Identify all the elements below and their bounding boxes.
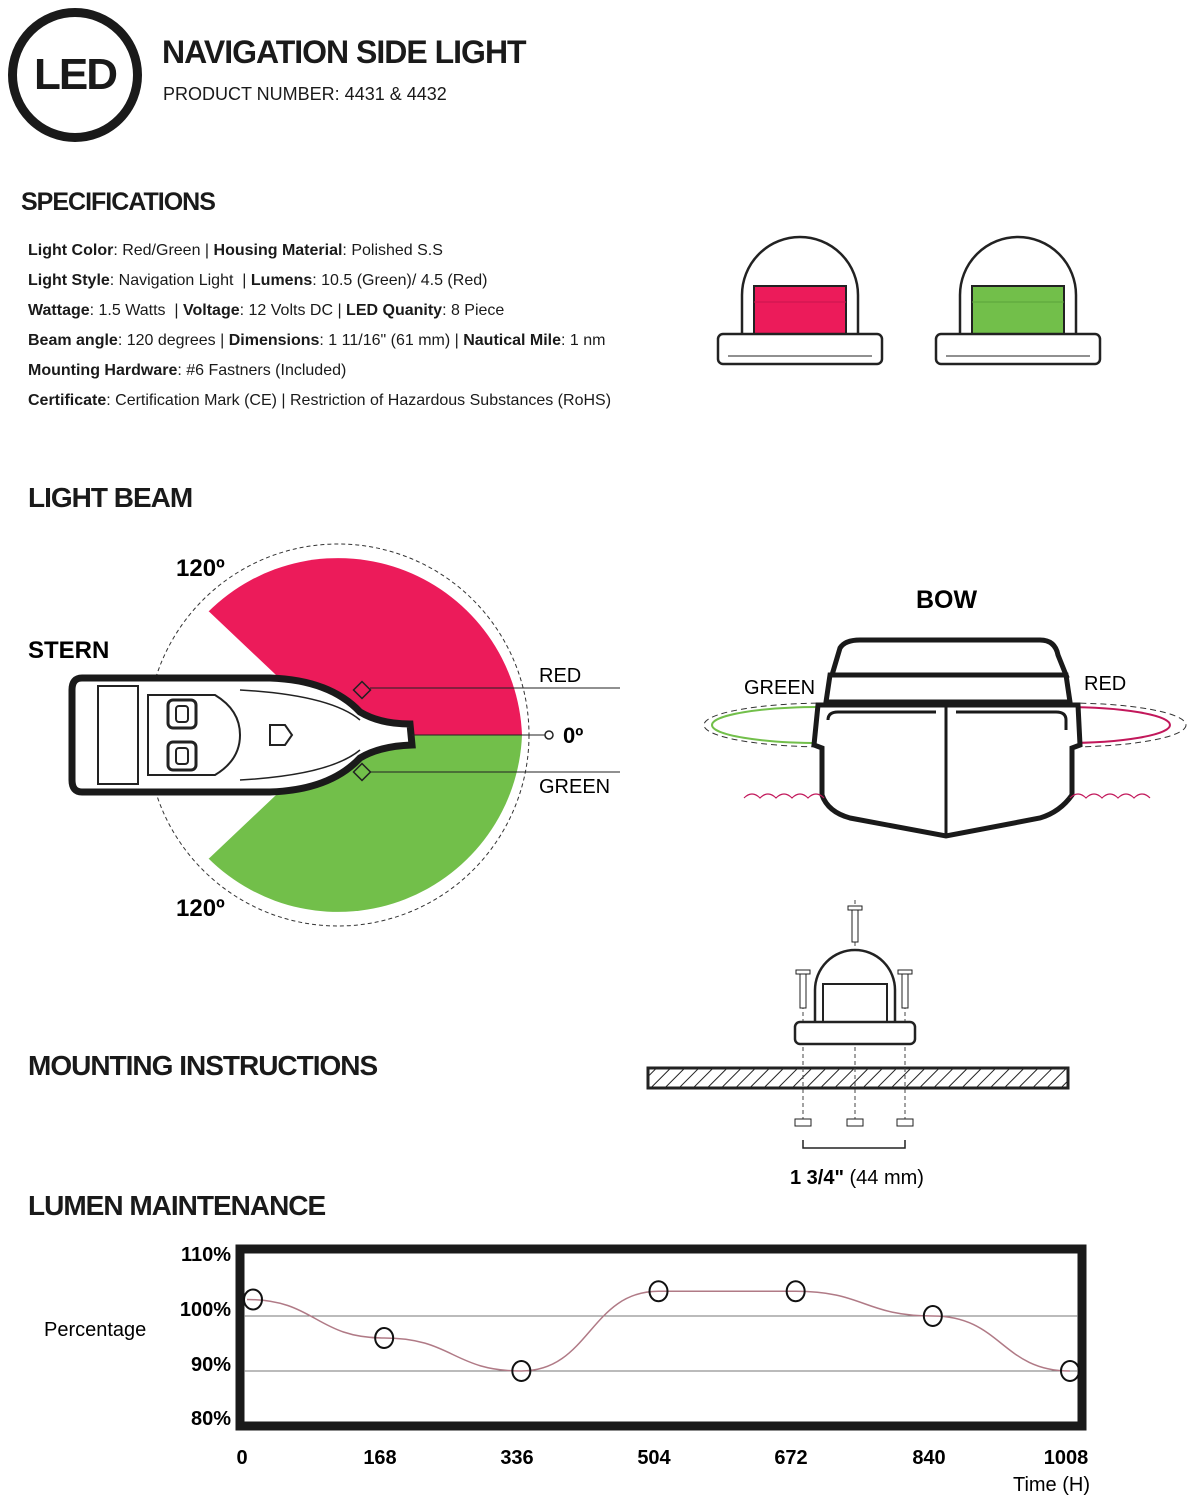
x-tick-label: 672 — [774, 1447, 807, 1469]
spec-value: : 120 degrees | — [117, 332, 229, 349]
spec-key: Housing Material — [213, 242, 343, 259]
logo-text: LED — [34, 50, 118, 99]
red-sector — [208, 558, 522, 735]
product-images — [716, 235, 1102, 366]
spec-key: Lumens — [250, 272, 313, 289]
svg-text:1 3/4" (44 mm): 1 3/4" (44 mm) — [790, 1167, 924, 1189]
spec-value: : 10.5 (Green)/ 4.5 (Red) — [312, 272, 488, 289]
zero-degree-label: 0º — [563, 723, 583, 748]
spec-key: Light Color — [28, 242, 114, 259]
y-tick-label: 90% — [191, 1354, 231, 1376]
spec-row: Light Color: Red/Green | Housing Materia… — [28, 236, 611, 266]
red-light-product — [716, 235, 884, 366]
spec-key: Beam angle — [28, 332, 118, 349]
spec-value: : Navigation Light | — [109, 272, 251, 289]
stern-label: STERN — [28, 637, 109, 664]
spec-row: Certificate: Certification Mark (CE) | R… — [28, 386, 611, 416]
spec-key: Mounting Hardware — [28, 362, 178, 379]
x-tick-label: 1008 — [1044, 1447, 1089, 1469]
mounting-diagram: 1 3/4" (44 mm) — [646, 900, 1070, 1189]
mounting-surface — [646, 1066, 1070, 1090]
x-axis-label: Time (H) — [1013, 1474, 1090, 1496]
specifications-list: Light Color: Red/Green | Housing Materia… — [28, 236, 611, 416]
spec-row: Light Style: Navigation Light | Lumens: … — [28, 266, 611, 296]
bow-green-label: GREEN — [744, 677, 815, 699]
spec-value: : 8 Piece — [442, 302, 505, 319]
bow-red-label: RED — [1084, 673, 1126, 695]
data-point — [1060, 1360, 1080, 1382]
spec-key: Certificate — [28, 392, 107, 409]
series-line — [246, 1290, 1071, 1372]
data-point — [785, 1280, 806, 1303]
page-title: NAVIGATION SIDE LIGHT — [162, 34, 527, 70]
lumen-maintenance-heading: LUMEN MAINTENANCE — [28, 1190, 326, 1221]
spec-key: Voltage — [183, 302, 240, 319]
green-light-product — [934, 235, 1102, 366]
specifications-heading: SPECIFICATIONS — [21, 188, 216, 216]
y-tick-label: 110% — [181, 1244, 231, 1266]
x-tick-label: 0 — [236, 1447, 247, 1469]
spec-value: : 12 Volts DC | — [239, 302, 347, 319]
bow-label: BOW — [916, 586, 978, 614]
y-tick-label: 80% — [191, 1408, 231, 1430]
y-axis-label: Percentage — [44, 1319, 146, 1341]
spec-key: LED Quanity — [346, 302, 443, 319]
angle-bottom-label: 120º — [176, 895, 225, 922]
spec-key: Nautical Mile — [463, 332, 562, 349]
spec-row: Beam angle: 120 degrees | Dimensions: 1 … — [28, 326, 611, 356]
x-tick-label: 336 — [500, 1447, 533, 1469]
spec-row: Mounting Hardware: #6 Fastners (Included… — [28, 356, 611, 386]
spec-key: Light Style — [28, 272, 110, 289]
spec-key: Wattage — [28, 302, 90, 319]
y-tick-label: 100% — [180, 1299, 231, 1321]
angle-top-label: 120º — [176, 555, 225, 582]
data-point — [374, 1327, 395, 1349]
spec-value: : 1 11/16" (61 mm) | — [319, 332, 464, 349]
data-point — [648, 1280, 669, 1303]
spec-value: : Red/Green | — [113, 242, 214, 259]
green-label: GREEN — [539, 776, 610, 798]
x-tick-label: 840 — [912, 1447, 945, 1469]
boat-top-view — [68, 674, 416, 796]
spacing-metric: (44 mm) — [844, 1167, 924, 1189]
data-point — [243, 1288, 263, 1311]
red-label: RED — [539, 665, 581, 687]
data-point — [511, 1360, 532, 1382]
x-tick-label: 168 — [363, 1447, 396, 1469]
light-beam-heading: LIGHT BEAM — [28, 482, 193, 513]
spec-value: : #6 Fastners (Included) — [177, 362, 347, 379]
light-beam-diagram: 120º 120º STERN RED GREEN 0º — [28, 543, 620, 927]
green-sector — [208, 735, 522, 912]
spacing-imperial: 1 3/4" — [790, 1167, 844, 1189]
spec-value: : Certification Mark (CE) | Restriction … — [106, 392, 612, 409]
product-number: PRODUCT NUMBER: 4431 & 4432 — [163, 84, 447, 104]
lumen-chart: Percentage Time (H) 110% 100% 90% 80%0 168 33… — [44, 1244, 1090, 1496]
data-point — [922, 1305, 943, 1327]
x-tick-label: 504 — [637, 1447, 671, 1469]
spec-key: Dimensions — [228, 332, 320, 349]
spec-row: Wattage: 1.5 Watts | Voltage: 12 Volts D… — [28, 296, 611, 326]
spec-value: : 1.5 Watts | — [89, 302, 184, 319]
spec-value: : Polished S.S — [342, 242, 443, 259]
bow-diagram: BOW GREEN RED — [703, 586, 1187, 839]
spec-value: : 1 nm — [561, 332, 606, 349]
led-logo: LED — [8, 8, 142, 142]
mounting-heading: MOUNTING INSTRUCTIONS — [28, 1050, 378, 1081]
